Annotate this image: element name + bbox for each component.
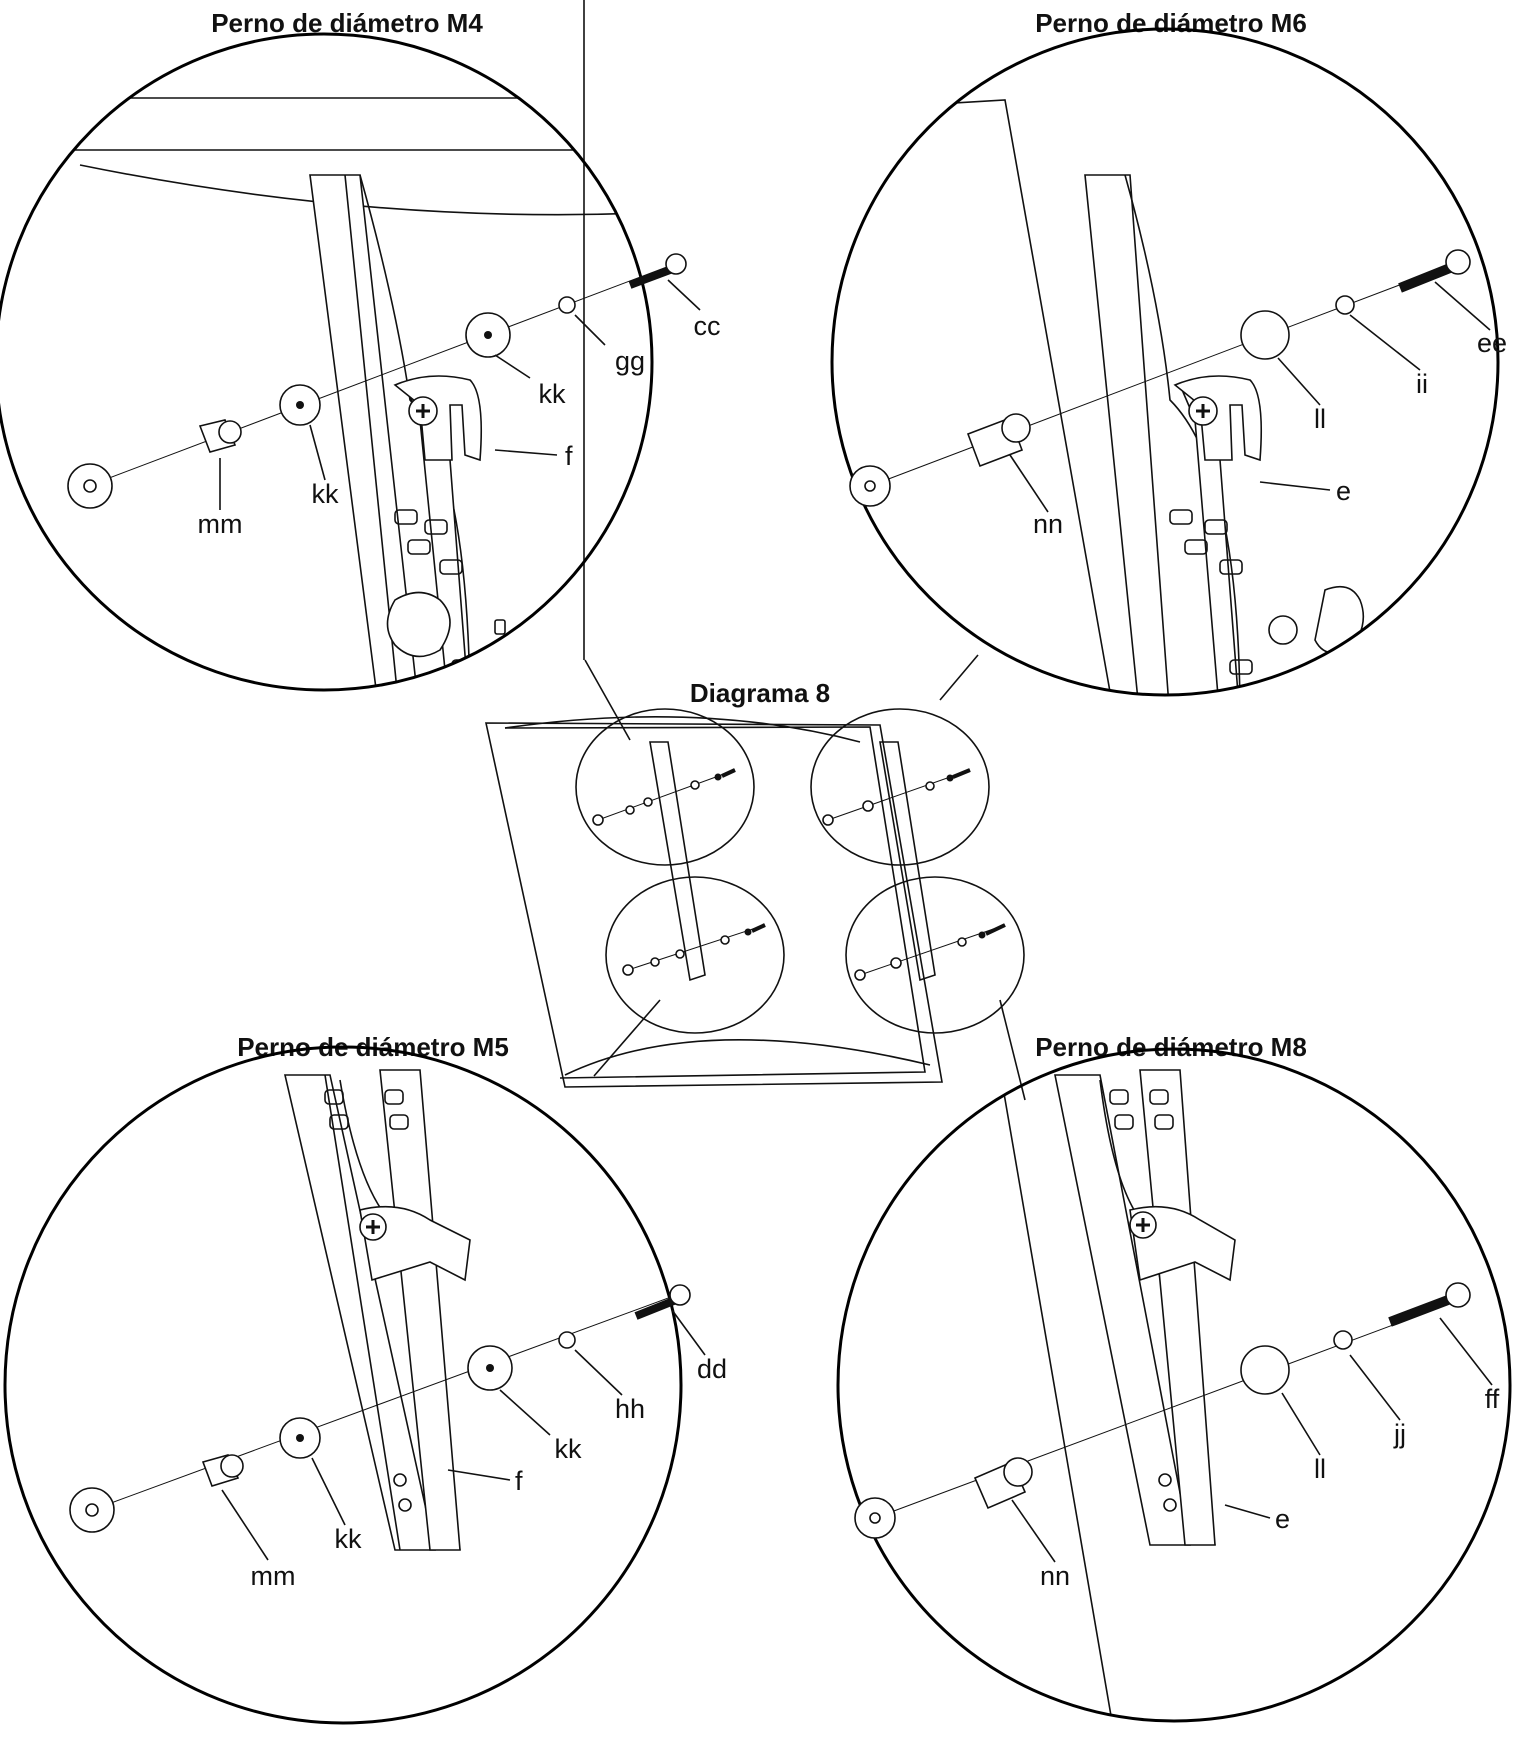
label-nn: nn: [1033, 509, 1063, 539]
label-kk: kk: [539, 379, 567, 409]
diagram-title: Diagrama 8: [690, 678, 830, 708]
label-ii: ii: [1416, 369, 1428, 399]
label-bracket: f: [565, 441, 573, 471]
label-bracket: e: [1275, 1504, 1290, 1534]
label-mm: mm: [198, 509, 243, 539]
title-m6: Perno de diámetro M6: [1035, 8, 1307, 38]
callout-leader-lines: [583, 0, 1026, 1101]
label-ee: ee: [1477, 328, 1507, 358]
label-kk: kk: [555, 1434, 583, 1464]
label-bracket: f: [515, 1466, 523, 1496]
label-ff: ff: [1485, 1384, 1500, 1414]
callout-m4: mm kk kk gg cc f: [0, 32, 721, 692]
label-nn: nn: [1040, 1561, 1070, 1591]
callout-m5: mm kk kk hh dd f: [3, 1045, 727, 1725]
label-ll: ll: [1314, 404, 1326, 434]
callout-m6: nn ll ii ee e: [830, 27, 1507, 697]
callout-m8: nn ll jj ff e: [836, 1047, 1512, 1723]
label-gg: gg: [615, 346, 645, 376]
label-ll: ll: [1314, 1454, 1326, 1484]
label-mm: mm: [251, 1561, 296, 1591]
label-cc: cc: [694, 311, 721, 341]
label-jj: jj: [1393, 1419, 1406, 1449]
tv-overview: [485, 708, 1025, 1088]
label-kk: kk: [335, 1524, 363, 1554]
title-m8: Perno de diámetro M8: [1035, 1032, 1307, 1062]
title-m4: Perno de diámetro M4: [211, 8, 483, 38]
label-dd: dd: [697, 1354, 727, 1384]
label-bracket: e: [1336, 476, 1351, 506]
label-hh: hh: [615, 1394, 645, 1424]
label-kk: kk: [312, 479, 340, 509]
